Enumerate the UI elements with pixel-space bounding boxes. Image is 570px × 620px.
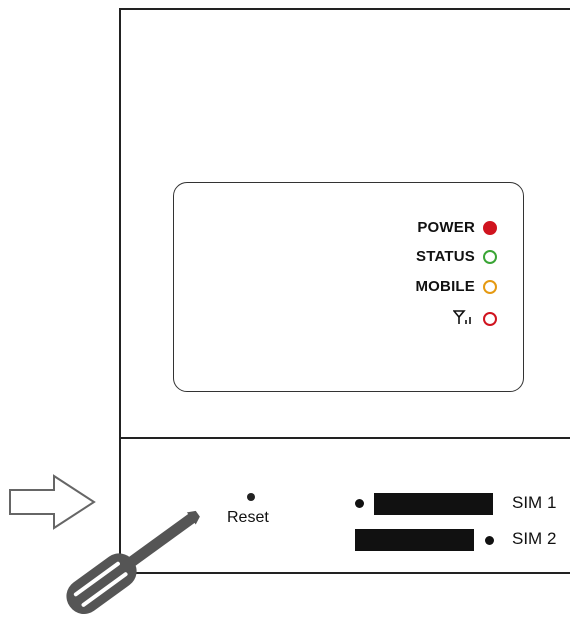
device-front-divider bbox=[120, 437, 570, 439]
signal-strength-icon bbox=[452, 309, 475, 329]
led-row-power: POWER bbox=[417, 219, 497, 236]
reset-button[interactable] bbox=[247, 493, 255, 501]
mobile-led-icon bbox=[483, 279, 497, 294]
reset-label: Reset bbox=[227, 509, 269, 526]
led-panel: POWER STATUS MOBILE bbox=[173, 182, 524, 392]
sim1-slot[interactable] bbox=[374, 493, 493, 515]
led-row-status: STATUS bbox=[416, 248, 497, 265]
led-row-mobile: MOBILE bbox=[415, 278, 497, 295]
led-row-signal bbox=[452, 309, 497, 329]
device-bottom-edge bbox=[120, 572, 570, 574]
arrow-right-outline-icon bbox=[9, 474, 96, 530]
sim1-dot-icon bbox=[355, 499, 364, 508]
led-label-power: POWER bbox=[417, 219, 475, 236]
device-top-edge bbox=[120, 8, 570, 10]
signal-led-icon bbox=[483, 312, 497, 326]
sim2-dot-icon bbox=[485, 536, 494, 545]
power-led-icon bbox=[483, 220, 497, 235]
status-led-icon bbox=[483, 249, 497, 264]
device-left-edge bbox=[119, 8, 121, 574]
led-label-status: STATUS bbox=[416, 248, 475, 265]
led-label-mobile: MOBILE bbox=[415, 278, 475, 295]
sim2-label: SIM 2 bbox=[512, 529, 557, 548]
sim2-slot[interactable] bbox=[355, 529, 474, 551]
sim1-label: SIM 1 bbox=[512, 493, 557, 512]
screwdriver-icon bbox=[66, 510, 200, 615]
